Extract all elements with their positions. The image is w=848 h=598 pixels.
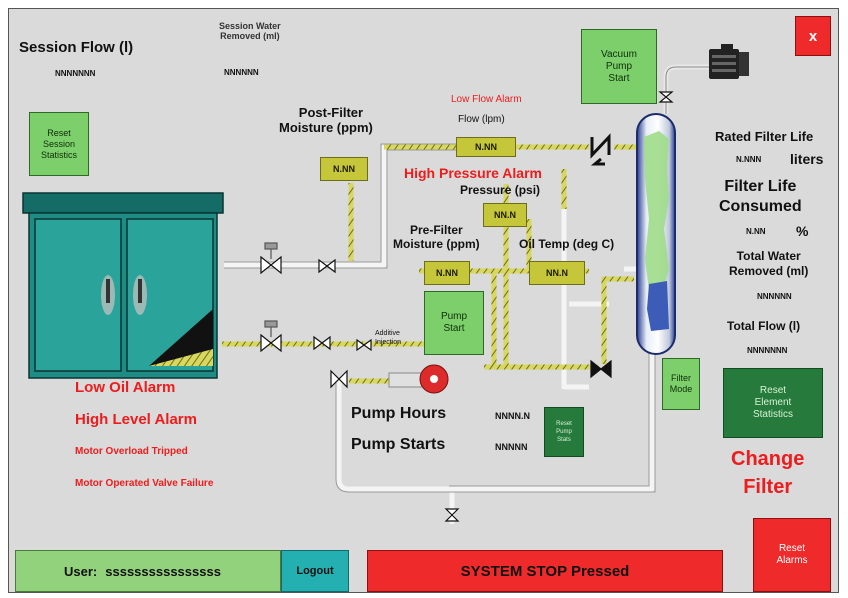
change-filter-line1: Change	[731, 448, 805, 470]
oil-temp-value: NN.N	[529, 261, 585, 285]
high-pressure-alarm: High Pressure Alarm	[404, 165, 542, 181]
motor-overload-alarm: Motor Overload Tripped	[75, 446, 188, 457]
low-flow-alarm: Low Flow Alarm	[451, 94, 522, 105]
pump-starts-label: Pump Starts	[351, 436, 446, 453]
high-level-alarm: High Level Alarm	[75, 411, 197, 428]
total-flow-value: NNNNNNN	[747, 346, 788, 355]
change-filter-line2: Filter	[743, 476, 793, 498]
flow-label: Flow (lpm)	[458, 114, 505, 125]
filter-life-consumed-value: N.NN	[746, 227, 766, 236]
filter-life-consumed-line1: Filter Life	[724, 178, 797, 195]
pre-filter-label: Pre-Filter Moisture (ppm)	[393, 223, 480, 251]
filter-mode-button[interactable]: Filter Mode	[662, 358, 700, 410]
flow-value: N.NN	[456, 137, 516, 157]
filter-vessel	[636, 113, 676, 355]
session-water-label: Session Water Removed (ml)	[219, 21, 281, 41]
rated-filter-life-label: Rated Filter Life	[715, 129, 814, 144]
pump-symbol	[388, 364, 449, 394]
reset-pump-stats-button[interactable]: Reset Pump Stats	[544, 407, 584, 457]
post-filter-label-line2: Moisture (ppm)	[279, 120, 373, 135]
pre-filter-moisture-value: N.NN	[424, 261, 470, 285]
system-stop-indicator[interactable]: SYSTEM STOP Pressed	[367, 550, 723, 592]
post-filter-label: Post-Filter Moisture (ppm)	[279, 105, 373, 135]
total-water-removed-label: Total Water Removed (ml)	[729, 249, 808, 279]
rated-filter-life-value: N.NNN	[736, 155, 762, 164]
close-button[interactable]: x	[795, 16, 831, 56]
user-label: User:	[64, 563, 98, 579]
session-water-value: NNNNNN	[224, 68, 259, 77]
post-filter-label-line1: Post-Filter	[298, 105, 364, 120]
logout-button[interactable]: Logout	[281, 550, 349, 592]
check-valve-symbol	[590, 133, 611, 166]
total-flow-label: Total Flow (l)	[727, 319, 801, 333]
grey-pipe-outline	[224, 143, 656, 493]
session-flow-value: NNNNNNN	[55, 69, 96, 78]
additive-label-line1: Additive	[375, 330, 400, 337]
additive-label-line2: Injection	[375, 339, 402, 346]
pre-filter-label-line2: Moisture (ppm)	[393, 237, 480, 251]
total-water-removed-line2: Removed (ml)	[729, 264, 809, 278]
session-flow-label: Session Flow (l)	[19, 39, 134, 56]
rated-filter-life-unit: liters	[790, 151, 824, 167]
oil-temp-label: Oil Temp (deg C)	[519, 237, 615, 251]
pump-start-button[interactable]: Pump Start	[424, 291, 484, 355]
low-oil-alarm: Low Oil Alarm	[75, 379, 176, 396]
session-water-label-line1: Session Water	[219, 21, 281, 31]
filter-life-consumed-label: Filter Life Consumed	[719, 177, 802, 217]
reset-alarms-button[interactable]: Reset Alarms	[753, 518, 831, 592]
hmi-panel: Session Flow (l) NNNNNNN Session Water R…	[8, 8, 839, 593]
additive-injection-label: Additive Injection	[375, 329, 401, 347]
total-water-removed-value: NNNNNN	[757, 292, 792, 301]
pump-starts-value: NNNNN	[495, 442, 528, 452]
filter-life-consumed-line2: Consumed	[719, 198, 802, 215]
pump-hours-label: Pump Hours	[351, 405, 447, 422]
user-name: ssssssssssssssss	[105, 563, 221, 579]
filter-life-consumed-unit: %	[796, 223, 809, 239]
piping-diagram	[22, 44, 749, 524]
valves	[260, 242, 612, 522]
pump-hours-value: NNNN.N	[495, 411, 530, 421]
session-water-label-line2: Removed (ml)	[220, 31, 280, 41]
oil-tank-cabinet	[22, 192, 224, 379]
motor-valve-failure-alarm: Motor Operated Valve Failure	[75, 478, 214, 489]
user-display: User: ssssssssssssssss	[15, 550, 281, 592]
vacuum-line	[658, 44, 749, 114]
change-filter-alarm: Change Filter	[731, 445, 804, 501]
post-filter-moisture-value: N.NN	[320, 157, 368, 181]
reset-element-statistics-button[interactable]: Reset Element Statistics	[723, 368, 823, 438]
reset-session-statistics-button[interactable]: Reset Session Statistics	[29, 112, 89, 176]
total-water-removed-line1: Total Water	[736, 249, 801, 263]
pressure-value: NN.N	[483, 203, 527, 227]
pressure-label: Pressure (psi)	[460, 183, 541, 197]
vacuum-pump-start-button[interactable]: Vacuum Pump Start	[581, 29, 657, 104]
pre-filter-label-line1: Pre-Filter	[409, 223, 463, 237]
